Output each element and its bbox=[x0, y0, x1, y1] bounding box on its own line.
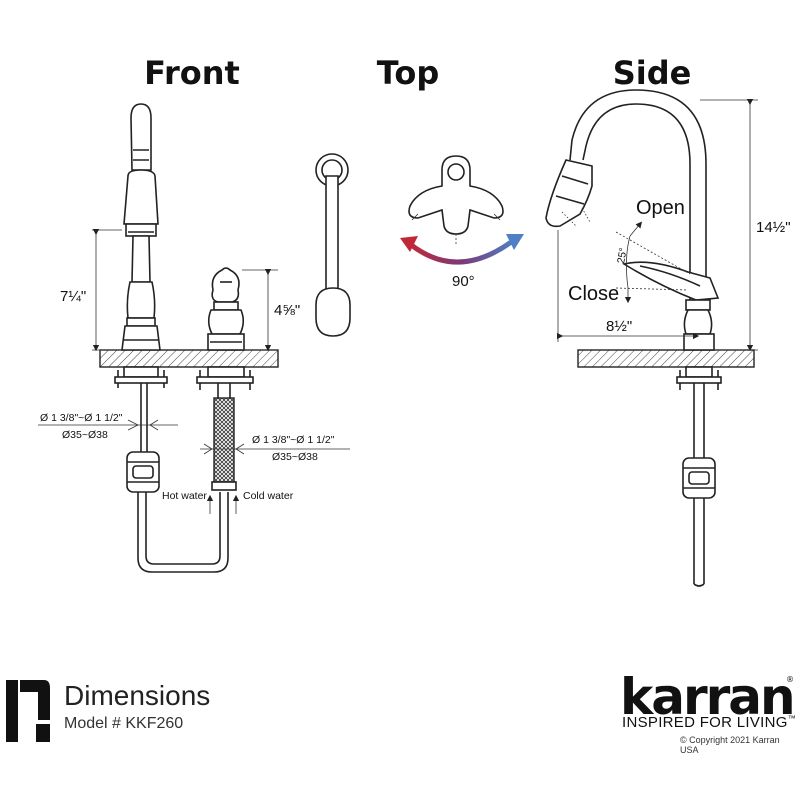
side-body bbox=[676, 299, 722, 587]
front-view: 7¼" 4⅝" Ø 1 3/8"~Ø 1 1/2" Ø35~Ø38 Ø 1 3/… bbox=[38, 103, 350, 573]
close-label: Close bbox=[568, 283, 619, 305]
brand-tagline: INSPIRED FOR LIVING™ bbox=[622, 714, 796, 731]
side-view-title: Side bbox=[613, 54, 692, 92]
top-view-title: Top bbox=[377, 54, 439, 92]
front-handle-mount bbox=[196, 366, 254, 491]
side-handle bbox=[615, 221, 720, 304]
karran-logo: karran ® bbox=[620, 670, 796, 722]
hot-water-label: Hot water bbox=[162, 490, 207, 502]
dim-reach: 8½" bbox=[556, 230, 700, 342]
front-view-title: Front bbox=[144, 54, 240, 92]
dimensions-title: Dimensions bbox=[64, 680, 211, 711]
top-handle bbox=[408, 155, 504, 244]
hole-left-imperial: Ø 1 3/8"~Ø 1 1/2" bbox=[40, 412, 123, 424]
top-view: 90° bbox=[315, 153, 524, 337]
reach-label: 8½" bbox=[606, 318, 632, 335]
dim-spout-height: 7¼" bbox=[60, 228, 122, 352]
copyright-notice: © Copyright 2021 Karran USA bbox=[680, 735, 780, 755]
model-number: Model # KKF260 bbox=[64, 715, 184, 732]
spout-height-label: 7¼" bbox=[60, 288, 86, 305]
registered-mark: ® bbox=[786, 675, 794, 684]
front-countertop bbox=[99, 349, 279, 368]
brand-wordmark: karran bbox=[620, 670, 794, 722]
hole-right-metric: Ø35~Ø38 bbox=[272, 451, 318, 463]
cold-water-label: Cold water bbox=[243, 490, 294, 502]
front-spout bbox=[121, 103, 161, 351]
side-view: 14½" 8½" Open Close 25° bbox=[545, 89, 791, 587]
front-spout-mount bbox=[114, 366, 168, 438]
trademark-mark: ™ bbox=[787, 714, 797, 723]
front-hose bbox=[126, 438, 229, 573]
rotation-label: 90° bbox=[452, 273, 475, 290]
side-countertop bbox=[577, 349, 755, 368]
karran-k-logo-mark bbox=[6, 680, 50, 742]
side-gooseneck bbox=[545, 89, 707, 300]
tagline-text: INSPIRED FOR LIVING bbox=[622, 714, 788, 731]
hole-right-imperial: Ø 1 3/8"~Ø 1 1/2" bbox=[252, 434, 335, 446]
open-label: Open bbox=[636, 197, 685, 219]
dim-hole-right: Ø 1 3/8"~Ø 1 1/2" Ø35~Ø38 bbox=[200, 434, 350, 463]
hole-left-metric: Ø35~Ø38 bbox=[62, 429, 108, 441]
braided-supply-line bbox=[213, 397, 235, 483]
front-handle bbox=[207, 267, 245, 351]
handle-height-label: 4⅝" bbox=[274, 302, 300, 319]
water-labels: Hot water Cold water bbox=[162, 490, 294, 514]
dim-hole-left: Ø 1 3/8"~Ø 1 1/2" Ø35~Ø38 bbox=[38, 412, 178, 441]
handle-angle-label: 25° bbox=[615, 247, 630, 265]
top-spout bbox=[315, 153, 351, 337]
rotation-arc: 90° bbox=[400, 234, 524, 290]
total-height-label: 14½" bbox=[756, 219, 791, 236]
dim-handle-height: 4⅝" bbox=[242, 268, 300, 352]
dim-total-height: 14½" bbox=[700, 98, 791, 352]
